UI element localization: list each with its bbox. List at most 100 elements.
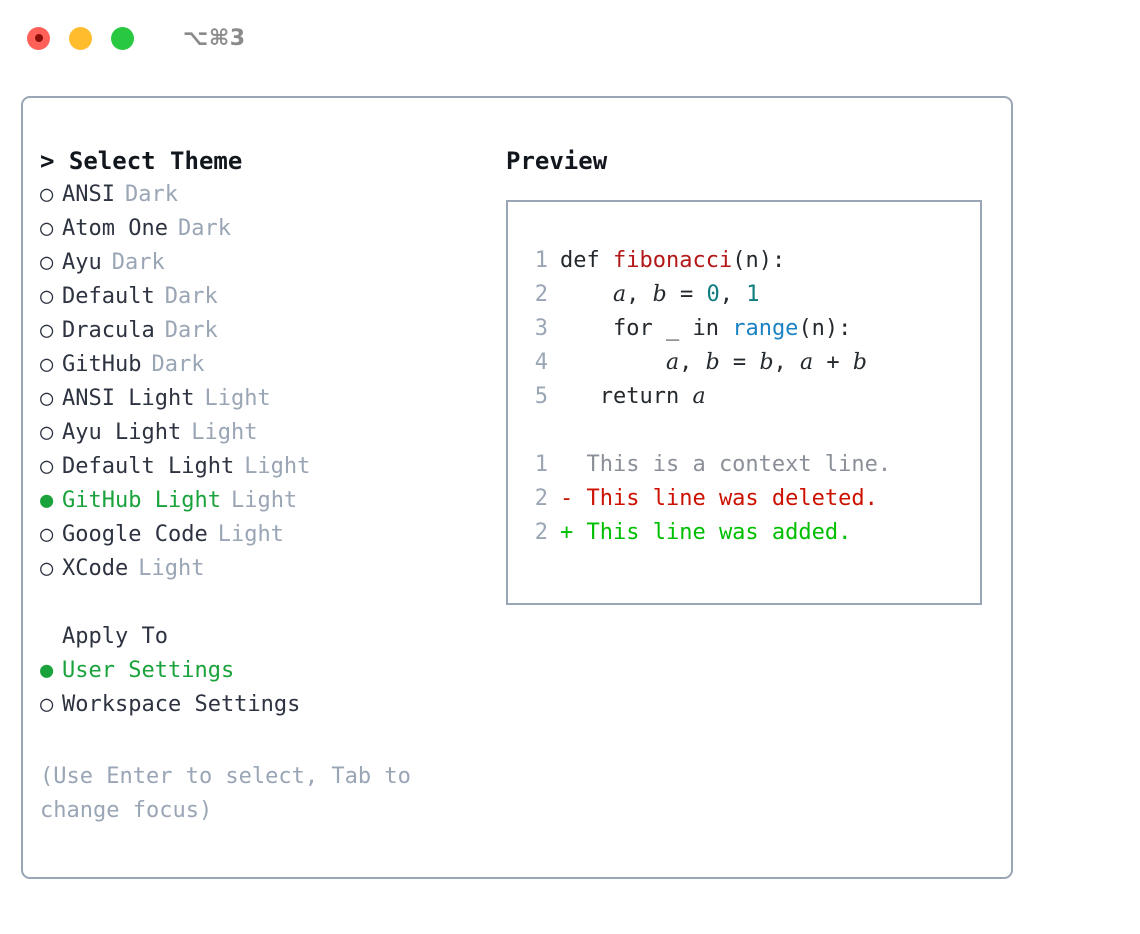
traffic-lights — [27, 26, 134, 50]
code-token-plain: for _ in — [612, 316, 733, 341]
code-text: def fibonacci(n): — [560, 244, 785, 278]
theme-option-tag: Light — [191, 420, 258, 445]
theme-option-label: Atom One — [62, 216, 168, 241]
radio-unselected-icon: ○ — [40, 216, 54, 241]
code-token-plain: , — [679, 350, 706, 375]
theme-option-ansi[interactable]: ○ ANSI Dark — [40, 178, 495, 212]
code-token-plain: (n): — [732, 248, 786, 273]
theme-option-label: ANSI — [62, 182, 115, 207]
code-line: 3 for _ in range(n): — [508, 312, 980, 346]
window-title: ⌥⌘3 — [183, 25, 246, 51]
theme-option-github-light[interactable]: ● GitHub Light Light — [40, 484, 495, 518]
diff-line-del: 2- This line was deleted. — [508, 482, 980, 516]
theme-option-tag: Dark — [111, 250, 165, 275]
diff-line-add: 2+ This line was added. — [508, 516, 980, 550]
apply-to-list[interactable]: ●User Settings○Workspace Settings — [40, 654, 495, 722]
keyboard-hint: (Use Enter to select, Tab to change focu… — [40, 764, 411, 823]
code-token-kw: range — [732, 316, 799, 341]
code-token-plain: (n): — [798, 316, 852, 341]
page-title: > Select Theme — [40, 147, 243, 175]
radio-unselected-icon: ○ — [40, 284, 54, 309]
theme-option-ayu-light[interactable]: ○ Ayu Light Light — [40, 416, 495, 450]
theme-option-label: GitHub — [62, 352, 142, 377]
theme-option-tag: Light — [230, 488, 298, 513]
record-dot-icon — [34, 34, 43, 42]
code-token-plain: = — [719, 350, 760, 375]
code-token-var: a — [692, 384, 706, 409]
radio-unselected-icon: ○ — [40, 352, 54, 377]
code-token-num: 1 — [746, 282, 760, 307]
code-token-var: a — [665, 350, 680, 375]
line-number: 4 — [534, 350, 548, 375]
code-token-num: 0 — [706, 282, 720, 307]
code-line: 4 a, b = b, a + b — [508, 346, 980, 380]
code-text: a, b = b, a + b — [560, 346, 867, 380]
code-token-plain: , — [719, 282, 747, 307]
line-number: 5 — [534, 384, 548, 409]
close-button[interactable] — [27, 26, 50, 50]
theme-option-tag: Dark — [177, 216, 231, 241]
theme-option-label: GitHub Light — [62, 488, 221, 513]
theme-option-tag: Dark — [124, 182, 178, 207]
line-number: 2 — [534, 282, 548, 307]
code-token-fn: fibonacci — [612, 248, 733, 273]
apply-to-option-workspace-settings[interactable]: ○Workspace Settings — [40, 688, 495, 722]
radio-unselected-icon: ○ — [40, 420, 54, 445]
diff-line-ctx: 1 This is a context line. — [508, 448, 980, 482]
radio-unselected-icon: ○ — [40, 318, 54, 343]
titlebar: ⌥⌘3 — [0, 0, 1140, 76]
line-number: 2 — [534, 486, 548, 511]
line-number: 1 — [534, 248, 548, 273]
code-token-var: b — [759, 350, 774, 375]
code-token-plain: def — [560, 248, 613, 273]
theme-option-label: Default Light — [62, 454, 235, 479]
theme-option-label: Google Code — [62, 522, 208, 547]
radio-unselected-icon: ○ — [40, 692, 54, 717]
radio-selected-icon: ● — [40, 488, 54, 513]
code-text: return a — [560, 380, 706, 414]
apply-to-heading: Apply To — [62, 624, 168, 649]
radio-unselected-icon: ○ — [40, 386, 54, 411]
radio-unselected-icon: ○ — [40, 182, 54, 207]
code-token-plain: = — [666, 282, 707, 307]
preview-title: Preview — [506, 147, 608, 175]
apply-to-option-user-settings[interactable]: ●User Settings — [40, 654, 495, 688]
theme-option-dracula[interactable]: ○ Dracula Dark — [40, 314, 495, 348]
theme-option-label: Ayu — [62, 250, 102, 275]
minimize-button[interactable] — [69, 26, 92, 50]
theme-option-label: Dracula — [62, 318, 155, 343]
line-number: 3 — [534, 316, 548, 341]
code-token-var: a — [800, 350, 814, 375]
theme-option-label: ANSI Light — [62, 386, 195, 411]
code-token-plain: + — [813, 350, 853, 375]
theme-option-atom-one[interactable]: ○ Atom One Dark — [40, 212, 495, 246]
code-token-var: a — [612, 282, 627, 307]
diff-text: + This line was added. — [560, 520, 852, 545]
code-text: a, b = 0, 1 — [560, 278, 759, 312]
diff-sample: 1 This is a context line.2- This line wa… — [508, 448, 980, 550]
theme-option-label: Ayu Light — [62, 420, 182, 445]
code-line: 5 return a — [508, 380, 980, 414]
radio-unselected-icon: ○ — [40, 556, 54, 581]
code-token-plain: return — [599, 384, 693, 409]
spacer — [508, 414, 980, 448]
code-token-var: b — [705, 350, 720, 375]
code-token-plain: , — [626, 282, 653, 307]
theme-option-tag: Dark — [164, 318, 218, 343]
theme-option-ayu[interactable]: ○ Ayu Dark — [40, 246, 495, 280]
maximize-button[interactable] — [111, 26, 134, 50]
theme-option-github[interactable]: ○ GitHub Dark — [40, 348, 495, 382]
radio-unselected-icon: ○ — [40, 250, 54, 275]
theme-option-tag: Dark — [151, 352, 205, 377]
